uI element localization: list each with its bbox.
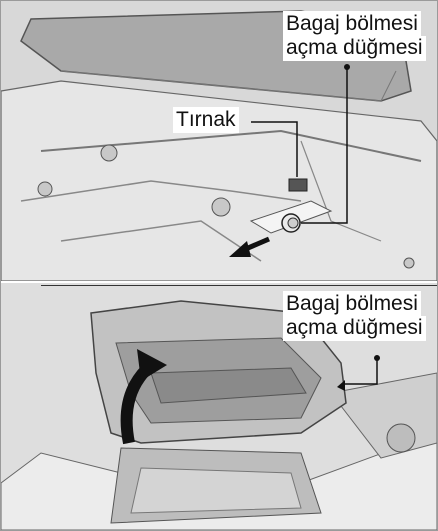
separator-line: [41, 285, 437, 286]
bolt-3: [212, 198, 230, 216]
bolt-1: [101, 145, 117, 161]
latch-label: Tırnak: [173, 107, 239, 133]
top-illustration-panel: Tırnak Bagaj bölmesi açma düğmesi: [1, 1, 437, 281]
release-button-label-bottom-line2: açma düğmesi: [283, 316, 426, 341]
bottom-illustration-panel: Bagaj bölmesi açma düğmesi: [1, 283, 437, 530]
release-button-label-top-line1: Bagaj bölmesi: [283, 11, 421, 36]
latch-shape: [289, 179, 307, 191]
release-button-label-bottom-line1: Bagaj bölmesi: [283, 291, 421, 316]
bolt-2: [38, 182, 52, 196]
release-button-label-top-line2: açma düğmesi: [283, 36, 426, 61]
leader-release-bottom: [345, 358, 377, 384]
right-panel: [331, 373, 437, 458]
bolt-4: [404, 258, 414, 268]
